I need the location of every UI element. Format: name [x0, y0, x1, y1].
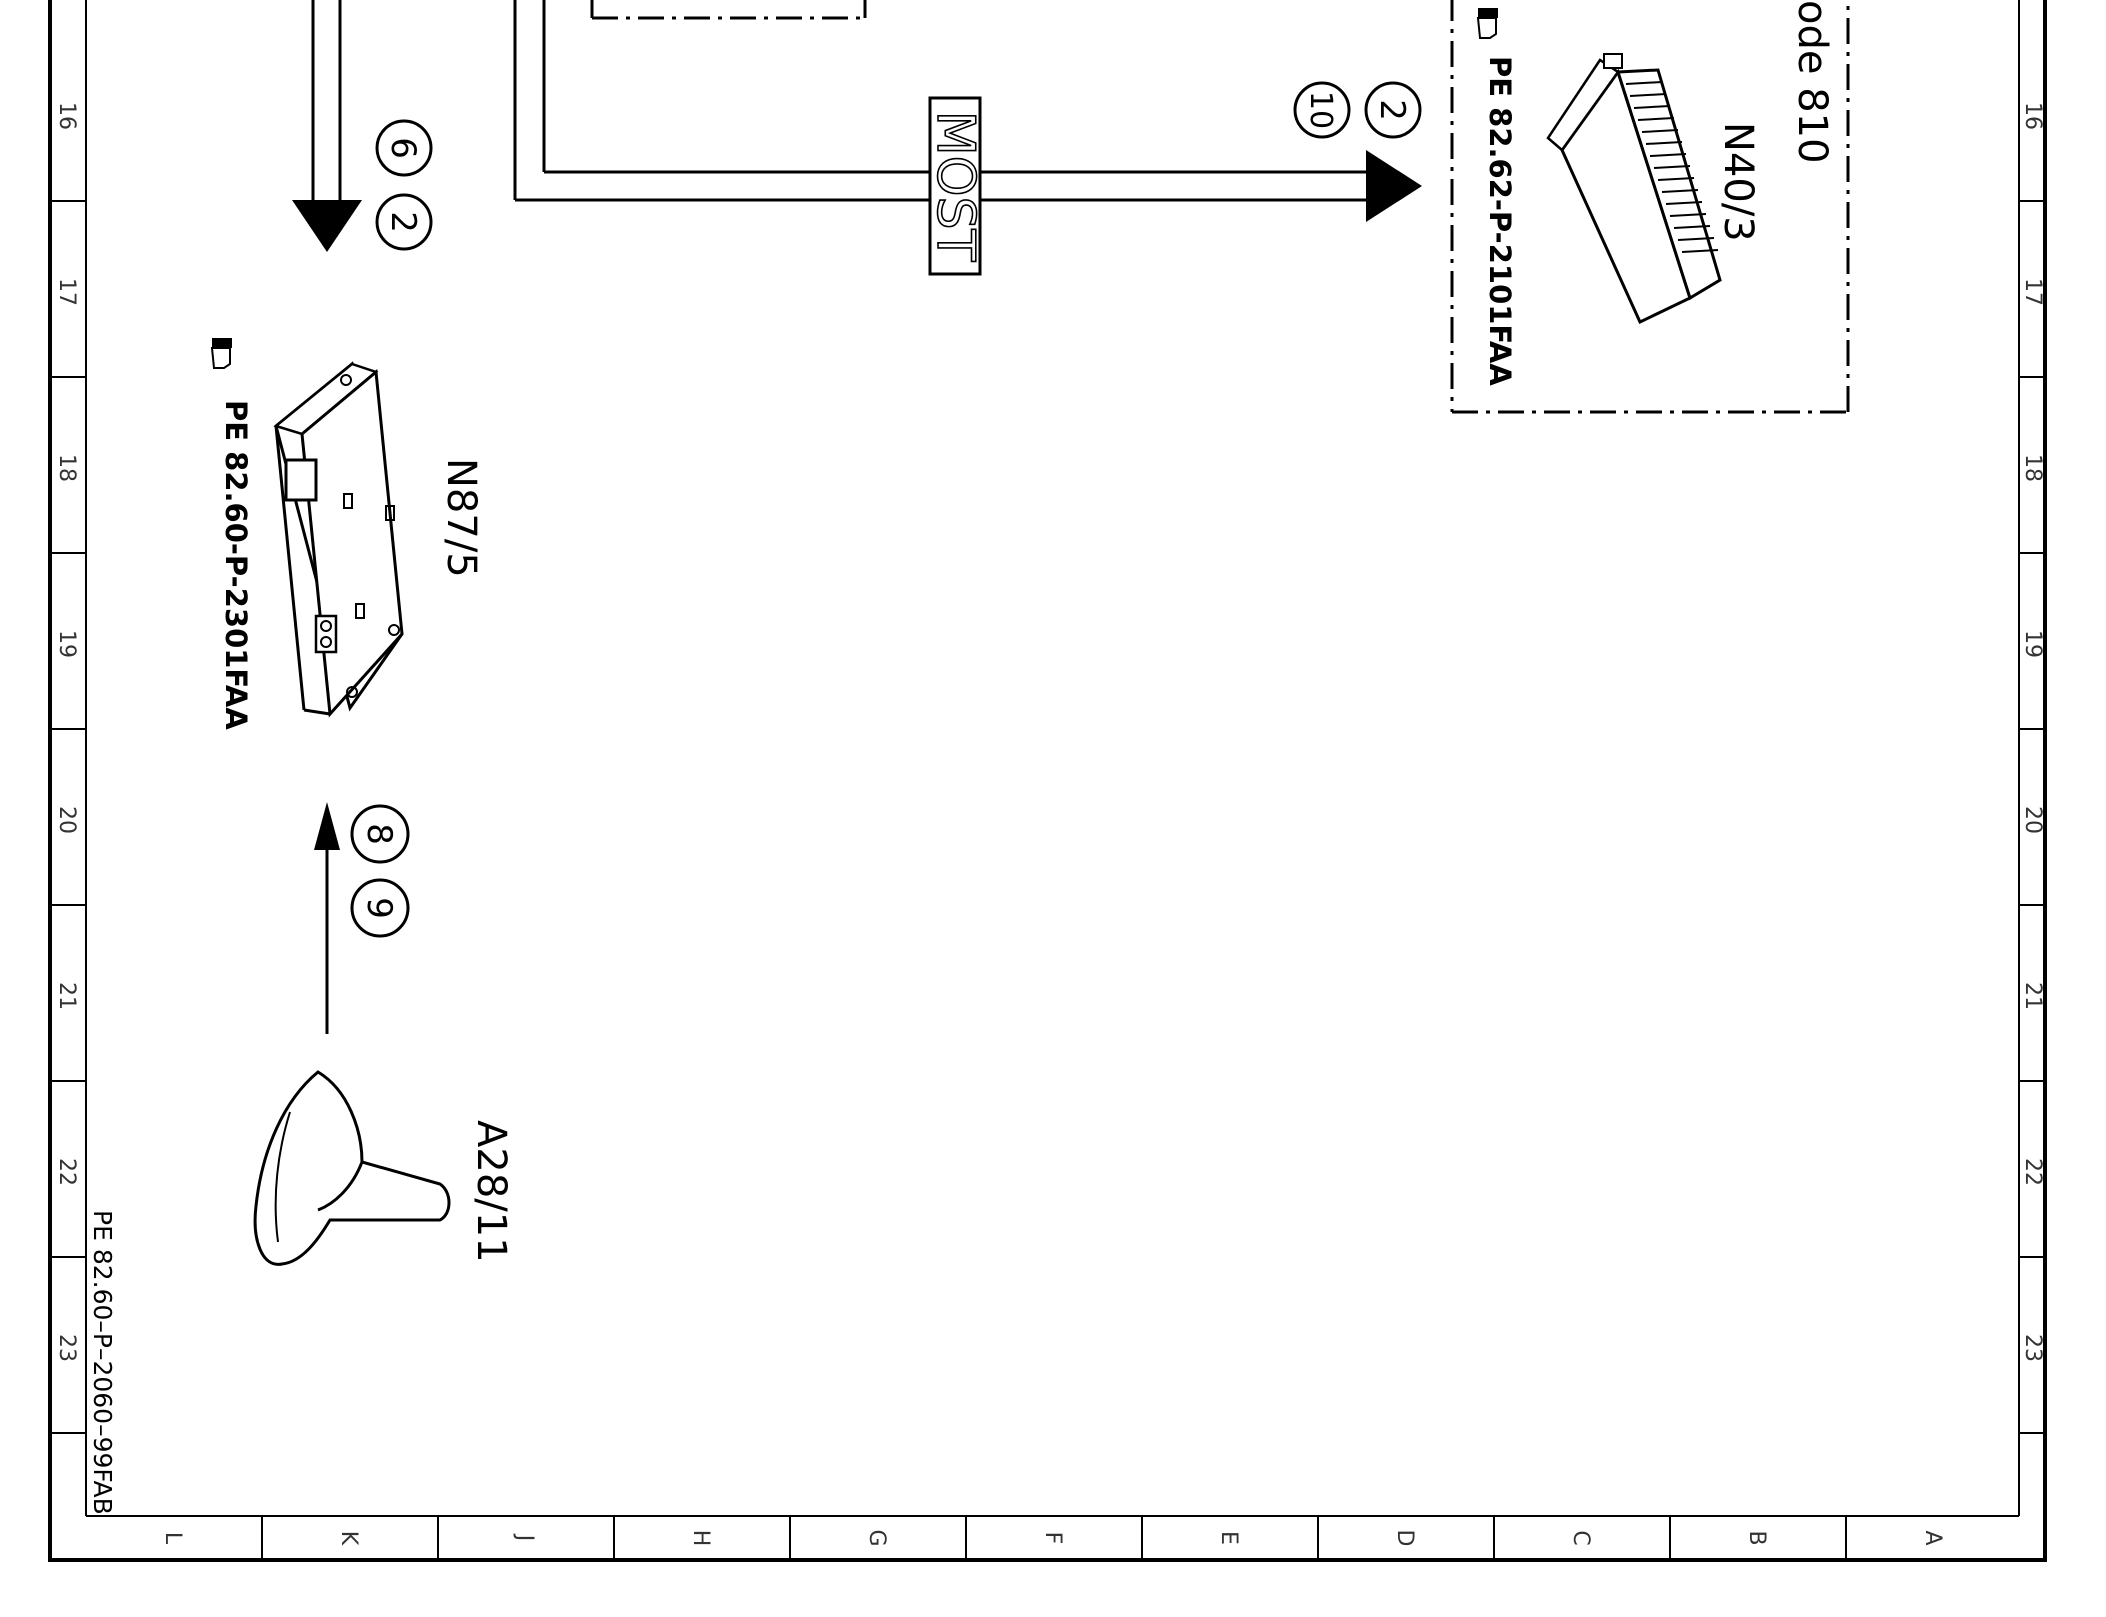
n87-5-reference-label: PE 82.60-P-2301FAA [219, 400, 253, 730]
n40-3-component-id: N40/3 [1715, 122, 1761, 242]
row-tick-label: 22 [2020, 1158, 2045, 1186]
left-row-tick-marks: 16 17 18 19 20 21 22 23 [50, 102, 86, 1434]
column-tick-label: A [1920, 1530, 1945, 1545]
a28-11-signal-connection [314, 802, 340, 1034]
left-double-line-connection [292, 0, 362, 252]
a28-11-component-id: A28/11 [468, 1120, 514, 1263]
svg-text:9: 9 [359, 897, 399, 919]
most-bus-label-box [928, 96, 982, 276]
row-tick-label: 17 [2020, 278, 2045, 306]
row-tick-label: 23 [2020, 1334, 2045, 1362]
arrow-to-n87-5-icon [292, 200, 362, 252]
svg-text:2: 2 [383, 211, 423, 233]
column-tick-label: L [160, 1532, 185, 1545]
column-tick-label: C [1568, 1530, 1593, 1545]
column-tick-label: G [864, 1529, 889, 1546]
svg-text:10: 10 [1303, 91, 1338, 129]
circled-number-9: 9 [350, 878, 410, 938]
column-tick-label: D [1392, 1530, 1417, 1547]
row-tick-label: 20 [54, 806, 79, 834]
column-tick-label: E [1216, 1531, 1241, 1545]
column-tick-label: K [336, 1531, 361, 1546]
row-tick-label: 16 [2020, 102, 2045, 130]
row-tick-label: 22 [54, 1158, 79, 1186]
a28-11-component-icon [253, 1070, 451, 1266]
row-tick-label: 18 [2020, 454, 2045, 482]
most-bus-label: MOST [925, 111, 985, 262]
row-tick-label: 19 [2020, 630, 2045, 658]
row-tick-label: 21 [54, 982, 79, 1010]
row-tick-label: 19 [54, 630, 79, 658]
n87-5-reference-hand-icon [210, 338, 232, 369]
circled-number-8: 8 [350, 804, 410, 864]
row-tick-label: 23 [54, 1334, 79, 1362]
svg-text:8: 8 [359, 823, 399, 845]
drawing-id-label: PE 82.60–P–2060–99FAB [88, 1210, 117, 1515]
n40-3-dashed-boundary [1450, 0, 1850, 414]
column-tick-label: J [512, 1533, 537, 1542]
row-tick-label: 20 [2020, 806, 2045, 834]
n40-3-module-icon [1546, 53, 1722, 325]
arrow-up-icon [314, 802, 340, 850]
column-tick-label: F [1040, 1532, 1065, 1545]
n40-3-code-label: ode 810 [1789, 0, 1835, 164]
n87-5-component-id: N87/5 [438, 458, 484, 578]
circled-number-2: 2 [1364, 81, 1422, 139]
column-tick-label: H [688, 1530, 713, 1547]
circled-number-6: 6 [375, 119, 433, 177]
circled-number-2: 2 [375, 193, 433, 251]
row-tick-label: 21 [2020, 982, 2045, 1010]
row-tick-label: 16 [54, 102, 79, 130]
right-row-tick-marks: 16 17 18 19 20 21 22 23 [2019, 102, 2045, 1434]
column-tick-label: B [1744, 1530, 1769, 1545]
n40-3-reference-label: PE 82.62-P-2101FAA [1483, 56, 1517, 386]
svg-text:6: 6 [383, 137, 423, 159]
n87-5-module-icon [273, 361, 404, 718]
arrow-to-n40-3-icon [1366, 150, 1422, 222]
row-tick-label: 17 [54, 278, 79, 306]
n40-3-reference-hand-icon [1476, 8, 1498, 39]
dashed-box-fragment [590, 0, 867, 20]
row-tick-label: 18 [54, 454, 79, 482]
svg-text:2: 2 [1372, 99, 1412, 121]
circled-number-10: 10 [1293, 81, 1351, 139]
